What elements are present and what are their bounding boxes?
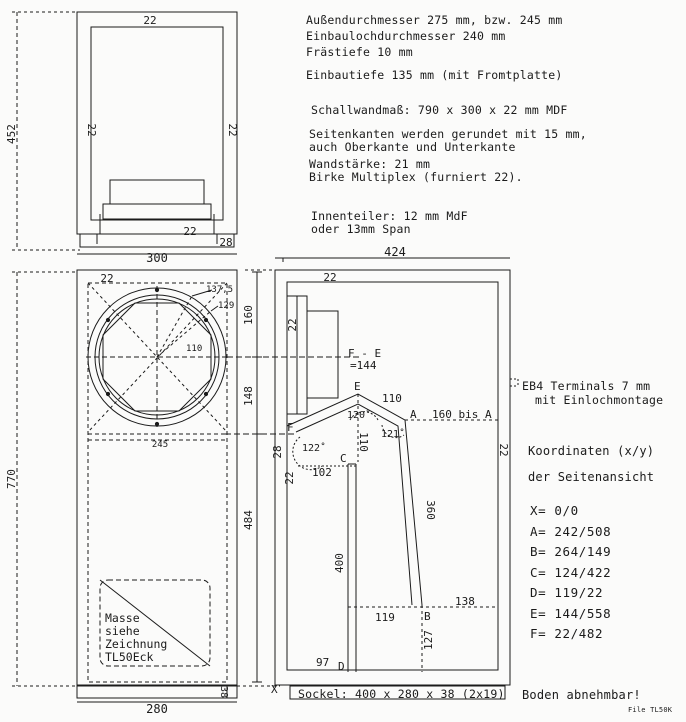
dim-top-22-right: 22: [226, 123, 239, 136]
front-view-inner: [87, 282, 228, 683]
note-edges-2: auch Oberkante und Unterkante: [309, 140, 516, 154]
seg-110-vertical: 110: [357, 432, 370, 452]
coordinate-item: A= 242/508: [530, 523, 612, 539]
note-wall-2: Birke Multiplex (furniert 22).: [309, 170, 523, 184]
dimension-labels: 452 22 22 22 22 28 300 770 22 137,5 129 …: [5, 14, 510, 716]
point-a: A: [410, 408, 417, 421]
label-f-e-value: =144: [350, 359, 377, 372]
note-divider-2: oder 13mm Span: [311, 222, 411, 236]
note-terminal-1: EB4 Terminals 7 mm: [522, 379, 651, 393]
dim-110-front: 110: [186, 344, 202, 354]
driver-basket: [102, 302, 212, 412]
masse-line: siehe: [105, 624, 140, 638]
angle-121: 121˚: [381, 428, 405, 440]
note-divider-1: Innenteiler: 12 mm MdF: [311, 209, 468, 223]
side-view-outer: [274, 269, 511, 686]
top-view-driver-magnet: [109, 179, 205, 205]
dim-28: 28: [271, 445, 284, 458]
dim-side-width: 424: [384, 245, 406, 259]
dim-160: 160: [242, 305, 255, 325]
note-base: Sockel: 400 x 280 x 38 (2x19): [298, 687, 505, 701]
note-terminal-2: mit Einlochmontage: [535, 393, 664, 407]
dim-front-22: 22: [100, 272, 113, 285]
dim-245: 245: [152, 440, 168, 450]
front-view: [12, 269, 360, 703]
top-view-outer: [76, 11, 238, 235]
dim-front-height: 770: [5, 469, 18, 489]
point-e: E: [354, 380, 361, 393]
dim-138: 138: [455, 595, 475, 608]
note-milling-depth: Frästiefe 10 mm: [306, 45, 413, 59]
label-a-range: 160 bis A: [432, 408, 492, 421]
dim-top-28: 28: [219, 236, 232, 249]
point-b: B: [424, 610, 431, 623]
dim-side-22-left: 22: [286, 318, 299, 331]
seg-110: 110: [382, 392, 402, 405]
vertical-dimensions: [252, 271, 262, 683]
dim-102: 102: [312, 466, 332, 479]
note-cutout-diameter: Einbaulochdurchmesser 240 mm: [306, 29, 506, 43]
note-file: File TL50K: [628, 706, 673, 714]
note-floor: Boden abnehmbar!: [522, 688, 641, 702]
top-view: [12, 11, 238, 255]
point-d: D: [338, 660, 345, 673]
coords-title-2: der Seitenansicht: [528, 470, 655, 484]
note-mount-depth: Einbautiefe 135 mm (mit Fromtplatte): [306, 68, 563, 82]
dim-radius-129: 129: [218, 301, 234, 311]
masse-note: Masse siehe Zeichnung TL50Eck: [105, 612, 167, 664]
dim-top-22-left: 22: [85, 123, 98, 136]
side-view-inner: [286, 281, 499, 671]
dim-119: 119: [375, 611, 395, 624]
dim-front-width: 280: [146, 702, 168, 716]
dim-base-38: 38: [218, 686, 229, 698]
front-view-outer: [76, 269, 238, 686]
dim-top-22-bottom: 22: [183, 225, 196, 238]
dim-97: 97: [316, 656, 329, 669]
point-c: C: [340, 452, 347, 465]
dim-360: 360: [424, 500, 437, 520]
masse-box: [99, 579, 211, 667]
dim-484: 484: [242, 510, 255, 530]
coordinate-item: F= 22/482: [530, 626, 604, 641]
divider-outline: [286, 393, 423, 606]
coordinate-item: D= 119/22: [530, 585, 604, 600]
dim-400: 400: [333, 553, 346, 573]
dim-top-22-top: 22: [143, 14, 156, 27]
dim-side-22-top: 22: [323, 271, 336, 284]
top-view-inner: [90, 26, 224, 221]
coordinate-item: E= 144/558: [530, 605, 612, 621]
dim-top-width: 300: [146, 251, 168, 265]
coordinate-item: B= 264/149: [530, 544, 612, 559]
note-outer-diameter: Außendurchmesser 275 mm, bzw. 245 mm: [306, 13, 563, 27]
dim-22-side-low: 22: [283, 471, 296, 484]
angle-120: 120˚: [347, 409, 371, 421]
note-edges-1: Seitenkanten werden gerundet mit 15 mm,: [309, 127, 587, 141]
coordinate-item: X= 0/0: [530, 503, 579, 518]
note-wall-1: Wandstärke: 21 mm: [309, 157, 431, 171]
dim-top-height: 452: [5, 124, 18, 144]
dim-127: 127: [422, 630, 435, 650]
point-f: F: [287, 421, 294, 434]
angle-122: 122˚: [302, 442, 326, 454]
front-base: [76, 685, 238, 699]
coords-title-1: Koordinaten (x/y): [528, 444, 655, 458]
coordinate-item: C= 124/422: [530, 564, 612, 580]
masse-line: TL50Eck: [105, 650, 154, 664]
side-view: [274, 257, 519, 700]
dim-radius-137: 137,5: [206, 285, 233, 295]
label-f-e: F - E: [348, 347, 381, 360]
masse-line: Zeichnung: [105, 637, 168, 651]
masse-line: Masse: [105, 611, 140, 625]
side-base: [289, 685, 506, 700]
dim-side-22-right: 22: [497, 443, 510, 456]
top-view-front-panel: [79, 234, 235, 248]
point-x: X: [271, 683, 278, 696]
dim-148: 148: [242, 386, 255, 406]
note-baffle: Schallwandmaß: 790 x 300 x 22 mm MDF: [311, 103, 568, 117]
